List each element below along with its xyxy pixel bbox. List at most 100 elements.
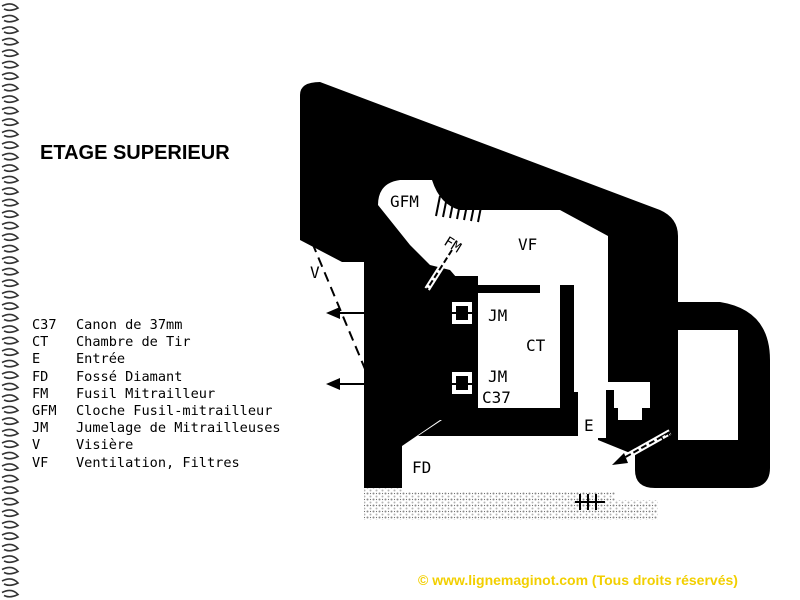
spiral-loop [1, 359, 20, 368]
legend-desc: Chambre de Tir [76, 334, 191, 351]
spiral-loop [1, 152, 20, 161]
spiral-loop [1, 267, 20, 276]
spiral-loop [1, 106, 20, 115]
spiral-loop [1, 290, 20, 299]
ct-right-wall [560, 285, 574, 410]
spiral-loop [1, 543, 20, 552]
right-chamber [678, 330, 738, 440]
label-fm-top: FM [441, 234, 464, 257]
fd-corridor [402, 420, 634, 492]
legend-desc: Visière [76, 437, 134, 454]
legend-item: V Visière [32, 437, 281, 454]
spiral-loop [1, 348, 20, 357]
spiral-loop [1, 382, 20, 391]
spiral-loop [1, 520, 20, 529]
spiral-loop [1, 371, 20, 380]
ct-room [478, 296, 568, 408]
label-e: E [584, 416, 594, 435]
e-divider [606, 390, 614, 438]
spiral-loop [1, 463, 20, 472]
ventilation-grille [576, 349, 600, 363]
spiral-loop [1, 440, 20, 449]
label-c37: C37 [482, 388, 511, 407]
label-vf: VF [518, 235, 537, 254]
copyright-notice: © www.lignemaginot.com (Tous droits rése… [418, 572, 738, 588]
legend-desc: Cloche Fusil-mitrailleur [76, 403, 273, 420]
spiral-loop [1, 60, 20, 69]
legend: C37 Canon de 37mm CT Chambre de Tir E Entré… [32, 317, 281, 472]
fm-right-arrow [612, 429, 672, 465]
passage-block [618, 396, 642, 420]
spiral-loop [1, 451, 20, 460]
spiral-loop [1, 302, 20, 311]
spiral-loop [1, 578, 20, 587]
spiral-loop [1, 428, 20, 437]
spiral-loop [1, 256, 20, 265]
legend-desc: Fossé Diamant [76, 368, 183, 385]
spiral-loop [1, 233, 20, 242]
legend-abbr: C37 [32, 317, 57, 333]
spiral-loop [1, 279, 20, 288]
spiral-loop [1, 175, 20, 184]
spiral-binding [1, 3, 20, 598]
legend-abbr: CT [32, 334, 49, 351]
spiral-loop [1, 129, 20, 138]
spiral-loop [1, 26, 20, 35]
spiral-loop [1, 37, 20, 46]
legend-abbr: V [32, 437, 41, 454]
spiral-loop [1, 244, 20, 253]
spiral-loop [1, 566, 20, 575]
exterior-grating [575, 494, 605, 510]
label-v: V [310, 263, 320, 282]
label-ct: CT [526, 336, 546, 355]
spiral-loop [1, 405, 20, 414]
spiral-loop [1, 3, 20, 12]
right-chamber-wall [650, 330, 678, 438]
spiral-loop [1, 187, 20, 196]
legend-item: FM Fusil Mitrailleur [32, 386, 281, 403]
spiral-loop [1, 83, 20, 92]
spiral-loop [1, 325, 20, 334]
spiral-loop [1, 210, 20, 219]
spiral-loop [1, 394, 20, 403]
fd-ramp-inner [418, 412, 600, 436]
spiral-loop [1, 555, 20, 564]
spiral-loop [1, 14, 20, 23]
legend-desc: Entrée [76, 351, 126, 368]
spiral-loop [1, 198, 20, 207]
spiral-loop [1, 49, 20, 58]
label-jm-top: JM [488, 306, 507, 325]
spiral-loop [1, 497, 20, 506]
legend-item: GFM Cloche Fusil-mitrailleur [32, 403, 281, 420]
spiral-loop [1, 417, 20, 426]
fm-top-arrow [420, 248, 455, 302]
label-fd: FD [412, 458, 431, 477]
legend-item: E Entrée [32, 351, 281, 368]
legend-desc: Ventilation, Filtres [76, 454, 240, 471]
legend-desc: Canon de 37mm [76, 317, 183, 333]
jm-top-arrow [326, 307, 478, 319]
spiral-loop [1, 474, 20, 483]
legend-item: C37 Canon de 37mm [32, 317, 281, 334]
legend-abbr: FM [32, 385, 49, 402]
spiral-loop [1, 164, 20, 173]
spiral-loop [1, 486, 20, 495]
spiral-loop [1, 221, 20, 230]
fd-ramp [402, 420, 440, 446]
legend-abbr: GFM [32, 403, 57, 420]
plan-title: ETAGE SUPERIEUR [40, 142, 230, 164]
jm-bottom-arrow [326, 378, 478, 390]
legend-abbr: E [32, 351, 41, 368]
ct-bottom-wall [478, 408, 574, 416]
legend-abbr: FD [32, 368, 49, 385]
legend-abbr: JM [32, 420, 49, 437]
legend-desc: Fusil Mitrailleur [76, 385, 216, 402]
spiral-loop [1, 72, 20, 81]
spiral-loop [1, 95, 20, 104]
gfm-grating [435, 195, 483, 223]
label-gfm: GFM [390, 192, 419, 211]
label-fm-right: FM [658, 427, 681, 449]
spiral-loop [1, 509, 20, 518]
